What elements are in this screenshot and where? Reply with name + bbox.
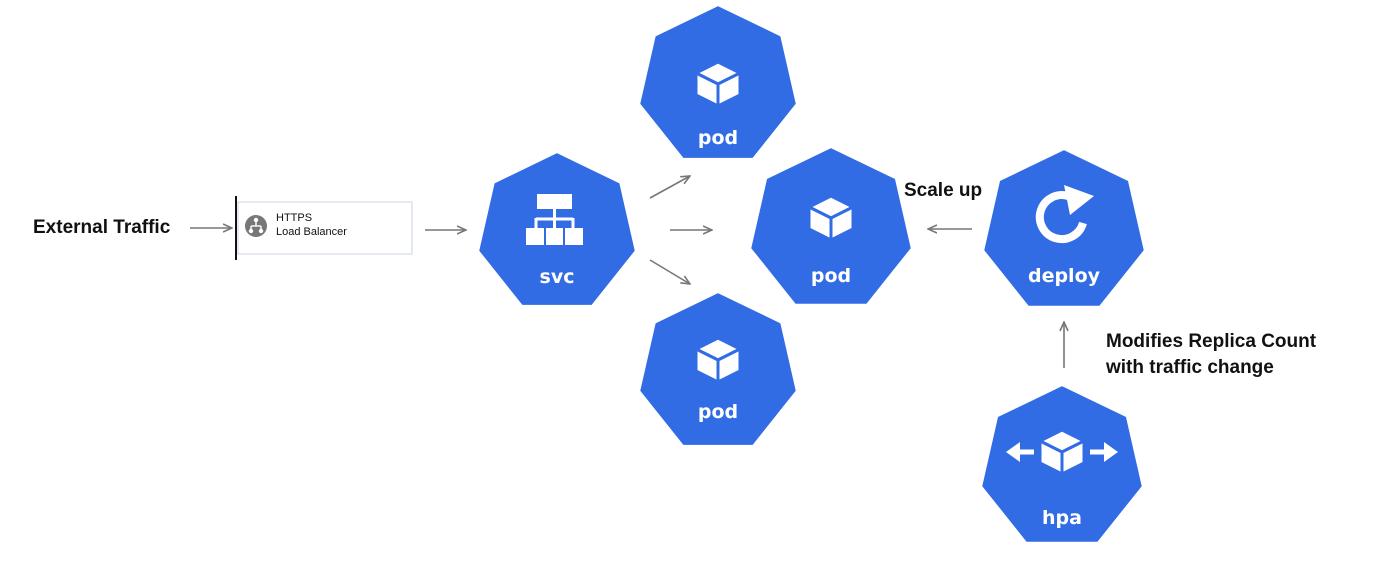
pod-node-bottom: pod bbox=[636, 289, 800, 449]
cube-right-face bbox=[829, 205, 855, 242]
modifies-label-line1: Modifies Replica Count bbox=[1106, 331, 1317, 352]
cube-icon bbox=[807, 194, 855, 242]
cube-icon bbox=[694, 60, 742, 108]
cube-right-face bbox=[1060, 439, 1086, 476]
cube-icon bbox=[1038, 428, 1086, 476]
load-balancer-line2: Load Balancer bbox=[276, 226, 347, 238]
load-balancer-line1: HTTPS bbox=[276, 212, 312, 224]
deploy-label: deploy bbox=[1028, 265, 1101, 287]
pod-center-label: pod bbox=[811, 265, 851, 287]
deploy-node: deploy bbox=[980, 146, 1148, 310]
svc-label: svc bbox=[540, 266, 575, 288]
arrow-svc-to-pod-top bbox=[649, 176, 690, 199]
cube-right-face bbox=[716, 71, 742, 108]
hpa-node: hpa bbox=[978, 382, 1146, 546]
pod-node-top: pod bbox=[636, 2, 800, 162]
cube-right-face bbox=[716, 347, 742, 384]
pod-node-center: pod bbox=[747, 144, 915, 308]
double-arrow-icon bbox=[1006, 442, 1118, 462]
load-balancer-icon bbox=[245, 215, 267, 237]
load-balancer-box: HTTPS Load Balancer bbox=[235, 196, 413, 260]
external-traffic-label: External Traffic bbox=[33, 217, 171, 238]
modifies-label-line2: with traffic change bbox=[1105, 357, 1274, 378]
svc-node: svc bbox=[475, 149, 639, 309]
arrow-svc-to-pod-bottom bbox=[649, 259, 690, 284]
hpa-label: hpa bbox=[1042, 507, 1082, 529]
network-icon bbox=[526, 194, 583, 245]
cube-icon bbox=[694, 336, 742, 384]
pod-top-label: pod bbox=[698, 127, 738, 149]
scale-up-label: Scale up bbox=[904, 180, 982, 201]
pod-bottom-label: pod bbox=[698, 401, 738, 423]
refresh-icon bbox=[1035, 185, 1094, 244]
